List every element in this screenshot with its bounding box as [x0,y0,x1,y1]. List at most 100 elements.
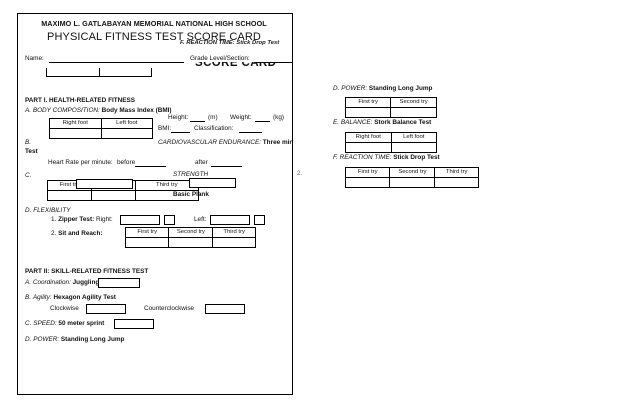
table-row: First try Second try Third try [124,227,256,238]
sprint-input[interactable] [114,319,154,329]
heart-rate-before-label: before [117,159,136,166]
heart-rate-after-label: after [195,159,208,166]
part2-c-category: SPEED: [33,320,57,327]
height-label: Height: [168,114,189,121]
stick-drop-value-third-try[interactable] [434,176,479,188]
part1-heading: PART I. HEALTH-RELATED FITNESS [25,97,136,104]
sit-reach-header-first-try: First try [124,227,170,238]
zipper-test-label: Zipper Test: [58,216,95,223]
overflow-e-line: E. BALANCE: Stork Balance Test [333,119,431,126]
part2-a-test: Juggling [72,279,100,286]
slj-value-first-try[interactable] [344,106,392,118]
part2-b-line: B. Agility: Hexagon Agility Test [25,294,116,301]
zipper-right-input[interactable] [120,215,160,225]
strength-overlay-box[interactable] [76,179,133,189]
part2-c-letter: C. [25,320,32,327]
overflow-f-line: F. REACTION TIME: Stick Drop Test [333,154,440,161]
heart-rate-after-input[interactable] [211,166,242,167]
part2-a-letter: A. [25,279,32,286]
bmi-label: BMI: [158,125,172,132]
weight-label: Weight: [230,114,252,121]
ghost-score-card-clip: SCORE CARD [195,62,295,72]
stick-drop-value-first-try[interactable] [344,176,391,188]
basic-plank-overlay-box[interactable] [189,178,236,188]
overflow-f-category: REACTION TIME: [339,154,392,161]
sit-reach-value-third-try[interactable] [212,236,256,248]
zipper-right-score-input[interactable] [164,215,175,225]
part1-b-category: CARDIOVASCULAR ENDURANCE [158,139,260,146]
part2-d-test: Standing Long Jump [60,336,125,343]
table-row [344,106,437,118]
part1-a-letter: A. [25,107,32,114]
stick-drop-header-first-try: First try [344,167,391,178]
zipper-left-label: Left: [194,216,207,223]
zipper-left-score-input[interactable] [254,215,265,225]
table-row: Right foot Left foot [345,132,438,143]
weight-unit: (kg) [273,114,285,121]
bmi-foot-table: Right foot Left foot [49,118,154,139]
stick-drop-value-second-try[interactable] [389,176,436,188]
stray-marker: 2. [297,171,303,177]
sit-reach-header-second-try: Second try [168,227,214,238]
table-row [49,127,154,139]
bmi-value-right-foot[interactable] [49,127,102,139]
classification-input[interactable] [239,132,262,133]
part2-d-line: D. POWER: Standing Long Jump [25,336,125,343]
part2-heading: PART II: SKILL-RELATED FITNESS TEST [25,268,149,275]
bmi-value-left-foot[interactable] [100,127,154,139]
juggling-input[interactable] [98,278,140,288]
part2-d-letter: D. [25,336,32,343]
stick-drop-table: First try Second try Third try [344,167,479,188]
overlay-reaction-letter: F. REACTION TIME: Stick Drop Test [180,40,280,46]
grade-label: Grade Level/Section: [190,55,250,62]
counterclockwise-label: Counterclockwise [144,305,195,312]
strength-value-second-try[interactable] [90,189,136,201]
part1-b-test: Three minute [262,139,292,146]
counterclockwise-input[interactable] [205,304,245,314]
sit-reach-value-second-try[interactable] [168,236,214,248]
part2-c-line: C. SPEED: 50 meter sprint [25,320,105,327]
clipped-table-divider [99,68,100,77]
clockwise-input[interactable] [86,304,126,314]
classification-label: Classification: [194,125,234,132]
stork-header-left-foot: Left foot [390,132,438,143]
overflow-f-test: Stick Drop Test [393,154,440,161]
part1-b-letter: B. [25,139,32,146]
stick-drop-header-second-try: Second try [389,167,436,178]
zipper-number: 1. [51,216,57,223]
zipper-right-label: Right: [96,216,113,223]
part1-c-test: Basic Plank [173,191,209,198]
height-input[interactable] [190,121,205,122]
overflow-e-letter: E. [333,119,340,126]
part2-c-test: 50 meter sprint [58,320,105,327]
grade-input[interactable] [254,62,292,63]
part1-a-test: Body Mass Index (BMI) [101,107,172,114]
stork-balance-table: Right foot Left foot [345,132,438,153]
sit-and-reach-table: First try Second try Third try [124,227,256,248]
part1-d-letter: D. [25,207,32,214]
strength-value-first-try[interactable] [47,189,92,201]
table-row [344,176,479,188]
weight-input[interactable] [255,121,270,122]
part1-c-category: STRENGTH [173,171,209,178]
overflow-d-letter: D. [333,85,340,92]
stick-drop-header-third-try: Third try [434,167,479,178]
part2-a-line: A. Coordination: Juggling [25,279,100,286]
page-title: PHYSICAL FITNESS TEST SCORE CARD [47,31,261,43]
sit-reach-value-first-try[interactable] [124,236,170,248]
table-row [345,141,438,153]
strength-value-third-try[interactable] [134,189,200,201]
clipped-table-shell [46,68,152,77]
table-row: First try Second try Third try [344,167,479,178]
stork-value-left-foot[interactable] [390,141,438,153]
zipper-left-input[interactable] [210,215,250,225]
slj-value-second-try[interactable] [390,106,437,118]
part2-d-category: POWER: [33,336,60,343]
heart-rate-before-input[interactable] [135,166,166,167]
part2-a-category: Coordination: [32,279,71,286]
name-input[interactable] [49,62,184,63]
bmi-input[interactable] [171,132,190,133]
stork-value-right-foot[interactable] [345,141,392,153]
zipper-test-line: 1. Zipper Test: Right: [51,216,113,223]
overflow-d-category: POWER: [341,85,368,92]
